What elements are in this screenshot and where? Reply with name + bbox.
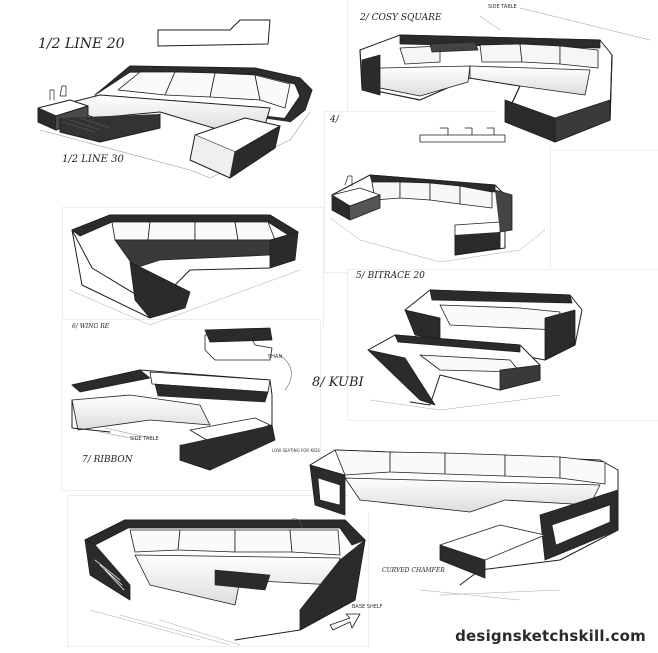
sofa-sketch-line20 xyxy=(37,19,313,179)
sofa-sketch-bitrace xyxy=(329,127,546,263)
watermark-text: designsketchskill.com xyxy=(455,627,646,645)
label-side-table: SIDE TABLE xyxy=(130,436,159,442)
label-line30: 1/2 LINE 30 xyxy=(62,154,124,165)
label-wing: 6/ WING RE xyxy=(72,323,110,330)
sofa-sketch-ribbon xyxy=(71,327,292,471)
label-ribbon: 7/ RIBBON xyxy=(82,455,134,465)
label-curved-chamfer: CURVED CHAMFER xyxy=(382,567,445,574)
sofa-sketch-base-shelf xyxy=(84,518,366,646)
label-base-shelf: BASE SHELF xyxy=(352,604,383,610)
sofa-sketch-wing xyxy=(69,214,301,326)
sofa-sketch-curved-chamfer xyxy=(309,449,619,601)
sofa-sketch-cosy-square xyxy=(359,7,651,143)
label-side-table-top: SIDE TABLE xyxy=(488,4,517,10)
label-low-seating: LOW SEATING FOR KIDS xyxy=(272,448,320,453)
label-4: 4/ xyxy=(329,115,340,125)
label-kubi: 8/ KUBI xyxy=(312,375,365,390)
label-shan: SHAN xyxy=(268,354,282,360)
label-cosy-square: 2/ COSY SQUARE xyxy=(359,13,442,23)
label-line20: 1/2 LINE 20 xyxy=(38,36,125,52)
label-bitrace: 5/ BITRACE 20 xyxy=(356,271,425,281)
sofa-sketch-kubi xyxy=(367,289,583,411)
